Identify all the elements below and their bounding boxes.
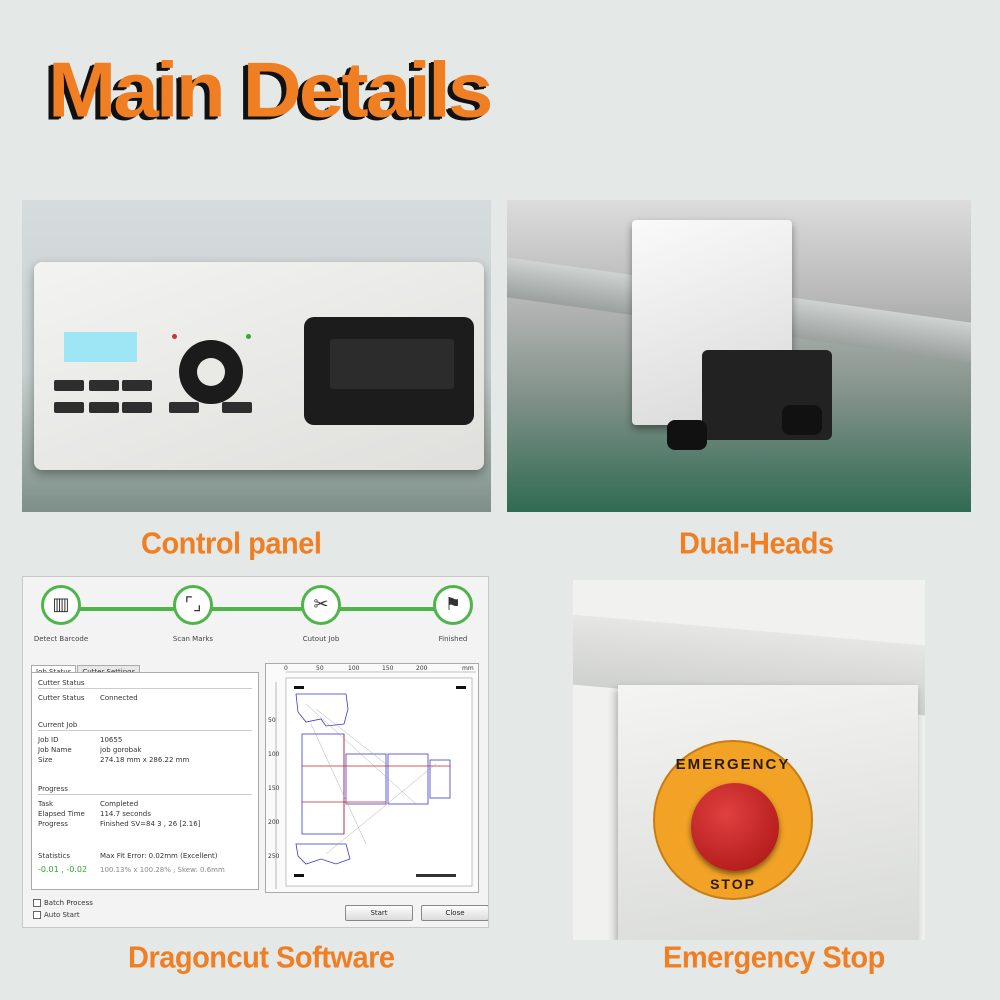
start-button[interactable]: Start: [345, 905, 413, 921]
close-button[interactable]: Close: [421, 905, 488, 921]
ruler-top-tick: 100: [348, 665, 360, 672]
field-value: Finished SV=84 3 , 26 [2.16]: [100, 820, 201, 828]
field-value: 114.7 seconds: [100, 810, 151, 818]
auto-start-checkbox[interactable]: Auto Start: [33, 911, 80, 919]
panel-button: [169, 402, 199, 413]
field-label: Statistics: [38, 852, 70, 860]
ruler-top-tick: 150: [382, 665, 394, 672]
direction-pad: [179, 340, 243, 404]
field-label: Task: [38, 800, 54, 808]
field-label: Progress: [38, 820, 68, 828]
group-title: Progress: [38, 785, 252, 795]
checkbox-label: Auto Start: [44, 911, 80, 919]
step-label: Cutout Job: [302, 635, 340, 643]
field-label: Cutter Status: [38, 694, 85, 702]
scale-value: 100.13% x 100.28% , Skew: 0.6mm: [100, 866, 225, 874]
field-label: Size: [38, 756, 53, 764]
page-title: Main Details: [48, 47, 493, 134]
panel-button: [122, 402, 152, 413]
steps-progress-line: [61, 607, 450, 611]
panel-button: [222, 402, 252, 413]
emergency-stop-photo: EMERGENCY STOP: [573, 580, 925, 940]
control-panel-photo: [22, 200, 491, 512]
panel-button: [122, 380, 152, 391]
field-value: Completed: [100, 800, 139, 808]
step-label: Scan Marks: [172, 635, 214, 643]
software-window: ▥ ⌜⌟ ✂ ⚑ Detect Barcode Scan Marks Cutou…: [22, 576, 489, 928]
field-value: Max Fit Error: 0.02mm (Excellent): [100, 852, 218, 860]
group-title: Current Job: [38, 721, 252, 731]
ruler-unit: mm: [462, 665, 474, 672]
red-led-icon: [172, 334, 177, 339]
panel-button: [54, 380, 84, 391]
ruler-left-tick: 200: [268, 819, 280, 826]
ruler-top-tick: 200: [416, 665, 428, 672]
progress-group: Progress Task Completed Elapsed Time 114.7…: [38, 785, 252, 829]
ruler-top-tick: 0: [284, 665, 288, 672]
field-value: job gorobak: [100, 746, 142, 754]
field-label: Job Name: [38, 746, 72, 754]
lcd-display: [64, 332, 137, 362]
cutout-job-icon: ✂: [301, 585, 341, 625]
field-label: Elapsed Time: [38, 810, 85, 818]
dual-heads-photo: [507, 200, 971, 512]
field-value: Connected: [100, 694, 138, 702]
finished-flags-icon: ⚑: [433, 585, 473, 625]
panel-button: [89, 402, 119, 413]
field-value: 274.18 mm x 286.22 mm: [100, 756, 190, 764]
barcode-icon: ▥: [41, 585, 81, 625]
stop-label: STOP: [710, 876, 756, 892]
cut-preview-canvas: 0 50 100 150 200 mm 50 100 150 200 250: [265, 663, 479, 893]
offset-value: -0.01 , -0.02: [38, 865, 88, 874]
step-label: Finished: [438, 635, 468, 643]
ruler-left-tick: 150: [268, 785, 280, 792]
field-label: Job ID: [38, 736, 59, 744]
batch-process-checkbox[interactable]: Batch Process: [33, 899, 93, 907]
caption-emergency-stop: Emergency Stop: [663, 941, 885, 975]
emergency-stop-button-icon: [691, 783, 779, 871]
green-led-icon: [246, 334, 251, 339]
emergency-label: EMERGENCY: [675, 756, 791, 773]
group-title: Cutter Status: [38, 679, 252, 689]
panel-button: [89, 380, 119, 391]
control-panel-housing: [34, 262, 484, 470]
touch-screen: [304, 317, 474, 425]
step-label: Detect Barcode: [33, 635, 89, 643]
ruler-left-tick: 250: [268, 853, 280, 860]
current-job-group: Current Job Job ID 10655 Job Name job goro…: [38, 721, 252, 765]
caption-software: Dragoncut Software: [128, 941, 395, 975]
statistics-group: Statistics Max Fit Error: 0.02mm (Excelle…: [38, 851, 252, 875]
knob-icon: [667, 420, 707, 450]
knob-icon: [782, 405, 822, 435]
ruler-top-tick: 50: [316, 665, 324, 672]
caption-dual-heads: Dual-Heads: [679, 527, 834, 561]
caption-control-panel: Control panel: [141, 527, 322, 561]
cut-preview-svg: 0 50 100 150 200 mm 50 100 150 200 250: [268, 665, 476, 889]
checkbox-label: Batch Process: [44, 899, 93, 907]
field-value: 10655: [100, 736, 123, 744]
panel-button: [54, 402, 84, 413]
scan-marks-icon: ⌜⌟: [173, 585, 213, 625]
ruler-left-tick: 50: [268, 717, 276, 724]
ruler-left-tick: 100: [268, 751, 280, 758]
